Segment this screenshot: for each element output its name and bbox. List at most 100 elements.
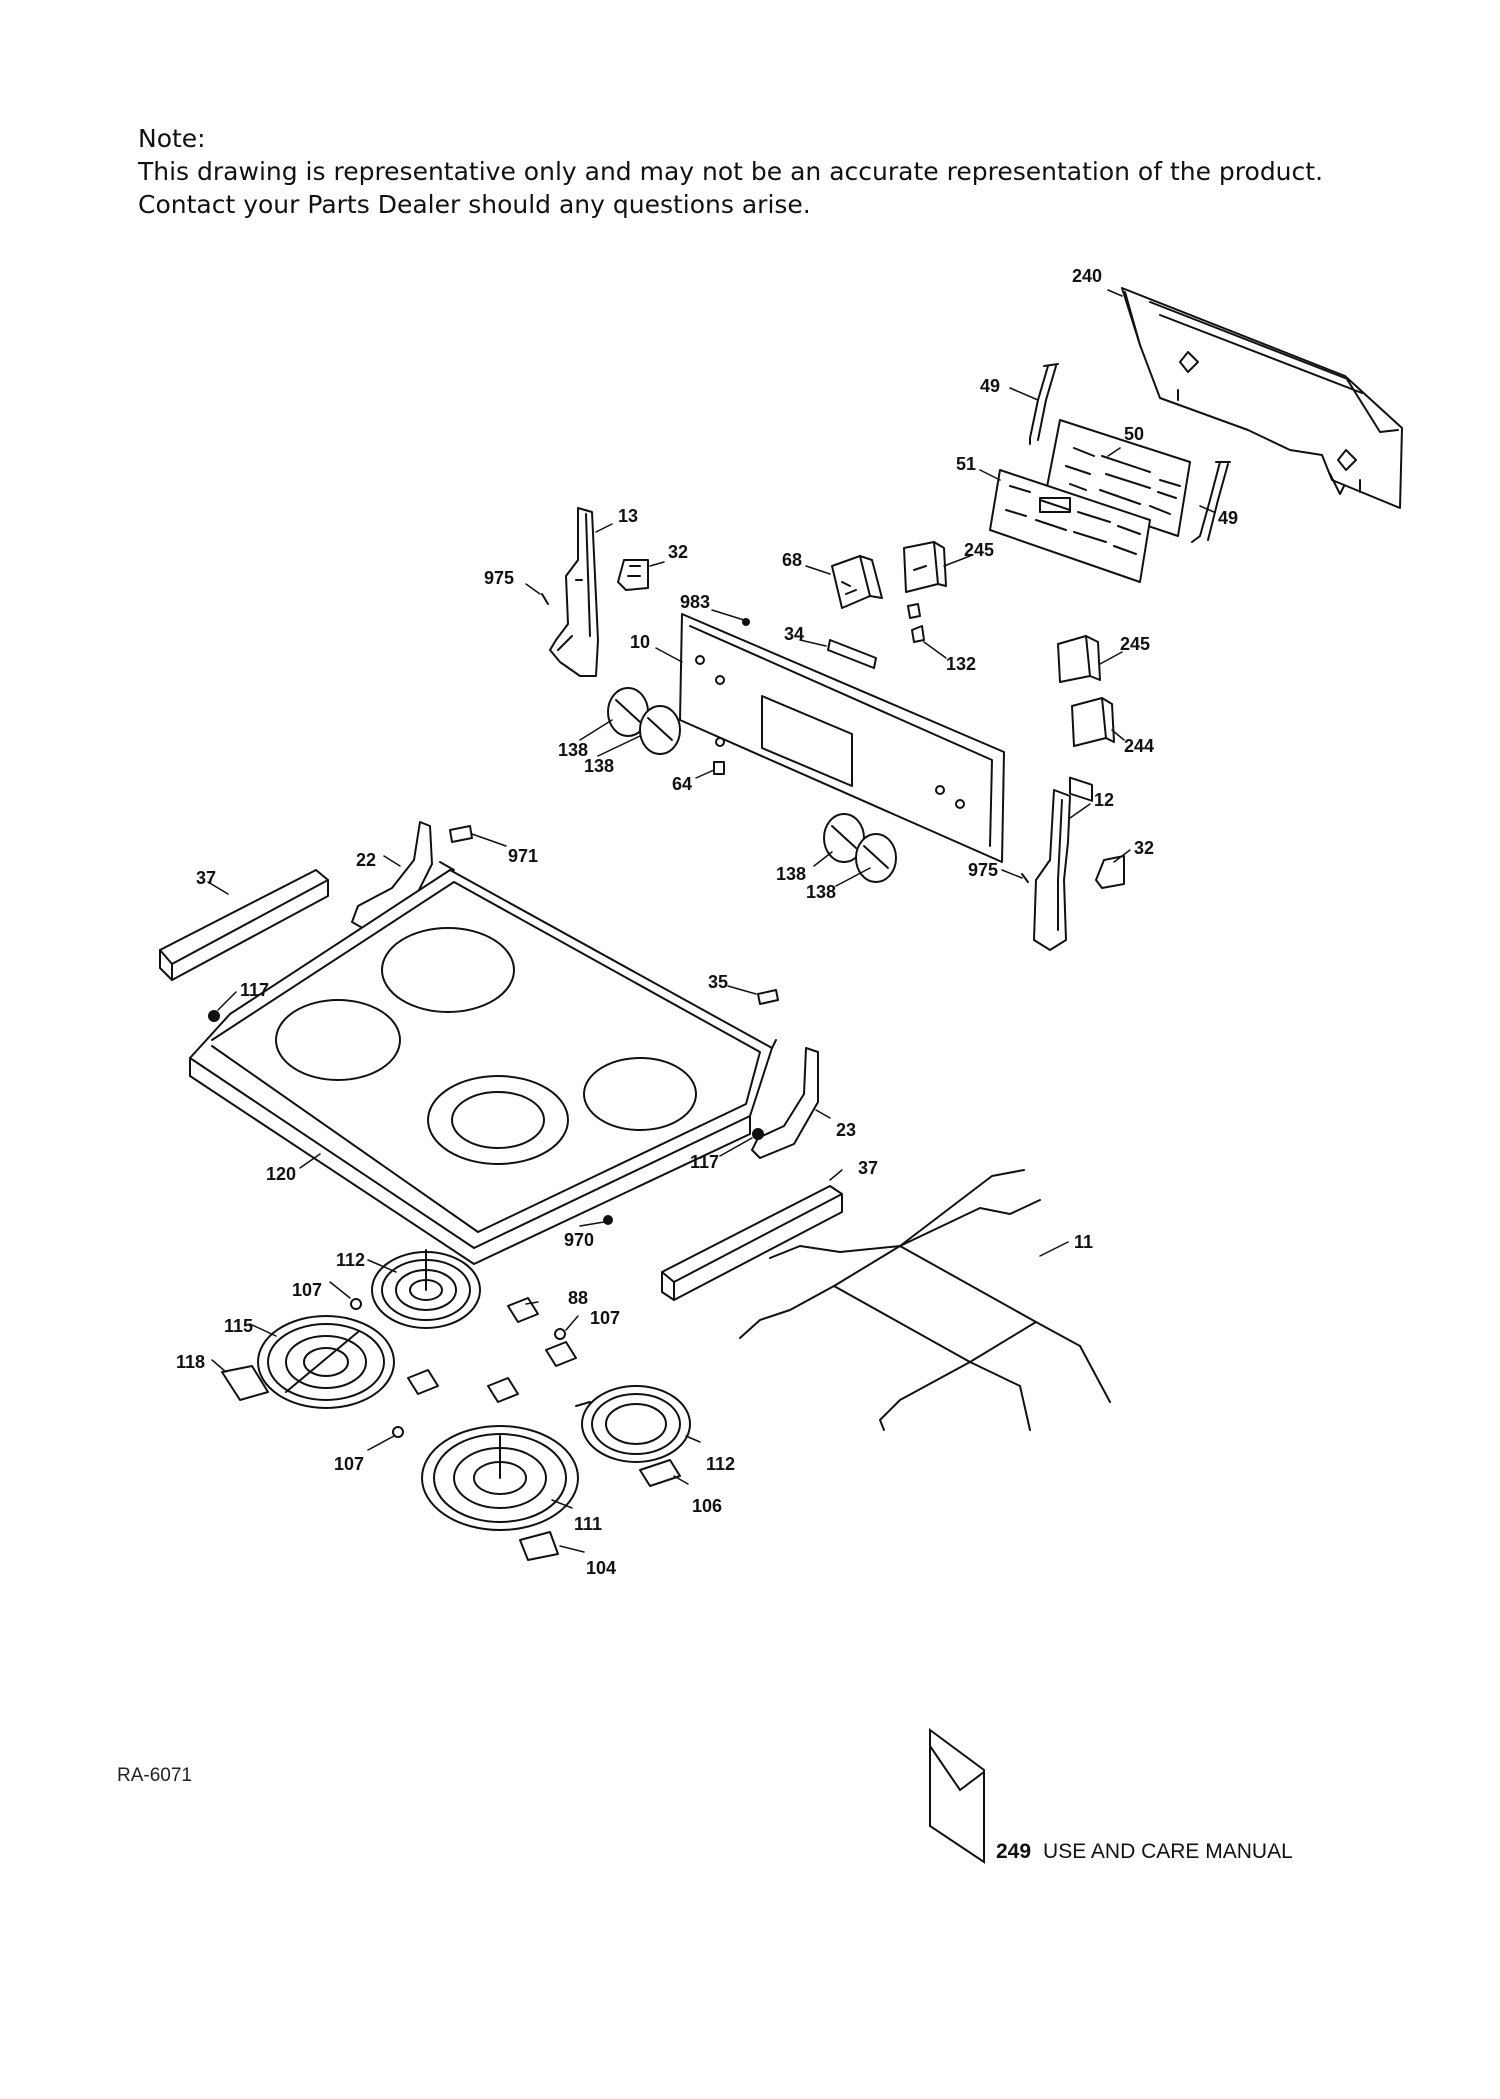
screw-975-right bbox=[1021, 873, 1029, 883]
screw-971-part bbox=[449, 825, 473, 843]
label-37-a: 37 bbox=[196, 868, 216, 888]
diagram-code: RA-6071 bbox=[117, 1765, 192, 1786]
relay-245-lower bbox=[1057, 635, 1101, 683]
label-138-c: 138 bbox=[776, 864, 806, 884]
terminal-block-106 bbox=[639, 1459, 681, 1487]
label-49-b: 49 bbox=[1218, 508, 1238, 528]
control-board-part bbox=[1045, 419, 1191, 802]
label-970: 970 bbox=[564, 1230, 594, 1250]
label-138-a: 138 bbox=[558, 740, 588, 760]
clip-107-b bbox=[554, 1328, 566, 1340]
cooktop-120 bbox=[189, 861, 777, 1265]
label-35: 35 bbox=[708, 972, 728, 992]
bracket-23-part bbox=[751, 1047, 819, 1159]
label-107-a: 107 bbox=[292, 1280, 322, 1300]
label-32-b: 32 bbox=[1134, 838, 1154, 858]
manual-part-number: 249 bbox=[996, 1840, 1032, 1863]
backguard-part bbox=[1121, 287, 1403, 509]
leader-lines bbox=[207, 289, 1215, 1553]
wire-harness-11 bbox=[739, 1169, 1111, 1431]
manual-book-icon bbox=[929, 1728, 985, 1864]
screw-970-part bbox=[603, 1215, 613, 1225]
cap-64-part bbox=[713, 737, 725, 775]
label-107-c: 107 bbox=[334, 1454, 364, 1474]
label-244: 244 bbox=[1124, 736, 1154, 756]
label-245-b: 245 bbox=[1120, 634, 1150, 654]
note-line-2: Contact your Parts Dealer should any que… bbox=[138, 190, 811, 219]
part-number-labels: 240 49 50 51 49 13 32 975 68 245 983 34 … bbox=[176, 266, 1238, 1578]
label-117-b: 117 bbox=[690, 1152, 719, 1172]
label-117-a: 117 bbox=[240, 980, 269, 1000]
label-64: 64 bbox=[672, 774, 692, 794]
label-37-b: 37 bbox=[858, 1158, 878, 1178]
grommet-132-parts bbox=[907, 603, 925, 643]
label-112-b: 112 bbox=[706, 1454, 735, 1474]
insulator-88-pads bbox=[407, 1297, 577, 1403]
clip-107-a bbox=[350, 1298, 362, 1310]
clip-107-c bbox=[392, 1426, 404, 1438]
label-50: 50 bbox=[1124, 424, 1144, 444]
terminal-block-104 bbox=[519, 1531, 559, 1561]
label-975-a: 975 bbox=[484, 568, 514, 588]
screw-35-part bbox=[757, 989, 779, 1005]
label-983: 983 bbox=[680, 592, 710, 612]
label-107-b: 107 bbox=[590, 1308, 620, 1328]
terminal-block-118 bbox=[221, 1365, 269, 1401]
label-32-a: 32 bbox=[668, 542, 688, 562]
label-118: 118 bbox=[176, 1352, 205, 1372]
label-12: 12 bbox=[1094, 790, 1114, 810]
label-120: 120 bbox=[266, 1164, 296, 1184]
screw-975-left bbox=[541, 593, 549, 605]
knob-138-b bbox=[639, 705, 681, 755]
badge-34-part bbox=[827, 639, 877, 669]
label-10: 10 bbox=[630, 632, 650, 652]
manual-label: USE AND CARE MANUAL bbox=[1043, 1840, 1293, 1863]
rail-37-lower bbox=[661, 1185, 843, 1301]
rail-37-upper bbox=[159, 869, 329, 981]
element-112-upper bbox=[371, 1249, 481, 1329]
element-115-part bbox=[257, 1315, 395, 1409]
label-51: 51 bbox=[956, 454, 976, 474]
grommet-117-left bbox=[208, 1010, 220, 1022]
element-112-right bbox=[575, 1385, 691, 1463]
clip-32-right bbox=[1095, 855, 1125, 889]
side-trim-13 bbox=[549, 507, 599, 677]
label-138-d: 138 bbox=[806, 882, 836, 902]
note-heading: Note: bbox=[138, 124, 206, 153]
switch-68-part bbox=[831, 555, 883, 609]
label-23: 23 bbox=[836, 1120, 856, 1140]
knob-138-a bbox=[607, 687, 649, 737]
label-111: 111 bbox=[574, 1514, 602, 1534]
membrane-overlay-part bbox=[989, 469, 1151, 583]
label-975-b: 975 bbox=[968, 860, 998, 880]
label-106: 106 bbox=[692, 1496, 722, 1516]
grommet-117-right bbox=[752, 1128, 764, 1140]
label-11: 11 bbox=[1074, 1232, 1093, 1252]
label-971: 971 bbox=[508, 846, 538, 866]
label-49-a: 49 bbox=[980, 376, 1000, 396]
element-111-part bbox=[421, 1425, 579, 1531]
bracket-49-right bbox=[1191, 461, 1231, 543]
label-240: 240 bbox=[1072, 266, 1102, 286]
label-115: 115 bbox=[224, 1316, 253, 1336]
label-138-b: 138 bbox=[584, 756, 614, 776]
bracket-49-left bbox=[1029, 363, 1059, 445]
label-245-a: 245 bbox=[964, 540, 994, 560]
clip-32-left bbox=[617, 559, 649, 591]
control-panel-10 bbox=[679, 613, 1005, 863]
label-132: 132 bbox=[946, 654, 976, 674]
note-line-1: This drawing is representative only and … bbox=[138, 157, 1324, 186]
relay-245-upper bbox=[903, 541, 947, 593]
relay-244-part bbox=[1071, 697, 1115, 747]
label-22: 22 bbox=[356, 850, 376, 870]
manual-reference: 249 USE AND CARE MANUAL bbox=[996, 1840, 1293, 1864]
label-112-a: 112 bbox=[336, 1250, 365, 1270]
disclaimer-note: Note: This drawing is representative onl… bbox=[138, 122, 1323, 221]
label-104: 104 bbox=[586, 1558, 616, 1578]
label-34: 34 bbox=[784, 624, 804, 644]
side-trim-12 bbox=[1033, 789, 1071, 951]
knob-138-d bbox=[855, 833, 897, 883]
label-88: 88 bbox=[568, 1288, 588, 1308]
label-13: 13 bbox=[618, 506, 638, 526]
